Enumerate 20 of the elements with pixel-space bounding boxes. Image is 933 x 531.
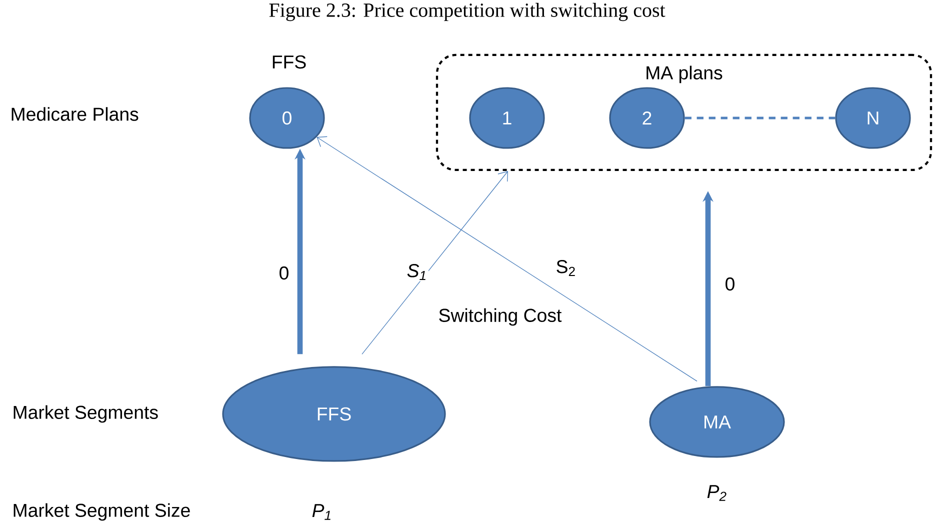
ellipse-node: 0 — [249, 87, 325, 149]
ellipse-node: FFS — [222, 366, 446, 462]
node-caption: FFS — [272, 55, 306, 69]
text-label: Market Segment Size — [14, 503, 190, 521]
text-label: Market Segments — [14, 405, 158, 423]
ellipse-node: N — [835, 87, 911, 149]
arrow — [316, 136, 698, 382]
node-caption: P$_{2}$ — [707, 485, 726, 501]
figure-title: Figure 2.3: Price competition with switching cost — [269, 2, 666, 22]
ellipse-node: 1 — [469, 87, 545, 149]
node-caption: P$_{1}$ — [312, 504, 330, 520]
ellipse-node: MA — [649, 386, 785, 458]
ellipse-node: 2 — [609, 87, 685, 149]
text-label: Switching Cost — [439, 308, 562, 326]
edge-label: S$_{2}$ — [554, 258, 578, 278]
text-label: Medicare Plans — [12, 107, 138, 121]
edge-label: 0 — [723, 276, 737, 292]
arrow — [362, 171, 508, 355]
edge-label: 0 — [277, 265, 291, 281]
edge-label: S$_{1}$ — [405, 262, 429, 282]
